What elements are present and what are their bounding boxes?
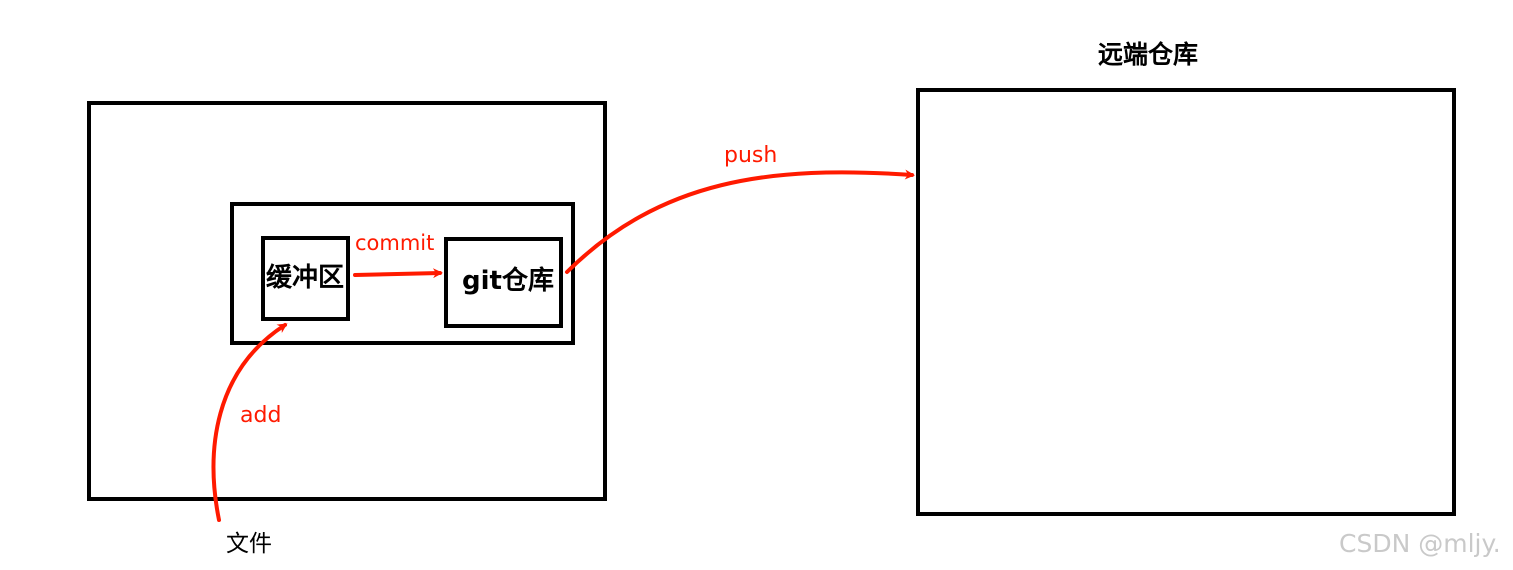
git-repository-box — [444, 237, 563, 328]
local-environment-box — [87, 101, 607, 501]
local-git-box — [230, 202, 575, 345]
commit-label: commit — [355, 231, 435, 255]
add-arrow — [211, 323, 288, 522]
push-label: push — [724, 143, 778, 168]
push-arrow — [565, 169, 915, 274]
add-label: add — [240, 403, 282, 428]
remote-repository-box — [916, 88, 1456, 516]
csdn-watermark: CSDN @mljy. — [1339, 529, 1501, 558]
remote-repository-title: 远端仓库 — [1098, 40, 1199, 69]
git-repository-label: git仓库 — [462, 266, 554, 296]
staging-area-label: 缓冲区 — [266, 263, 345, 293]
staging-area-box — [261, 236, 350, 321]
commit-arrow — [353, 268, 443, 279]
file-label: 文件 — [226, 531, 272, 557]
